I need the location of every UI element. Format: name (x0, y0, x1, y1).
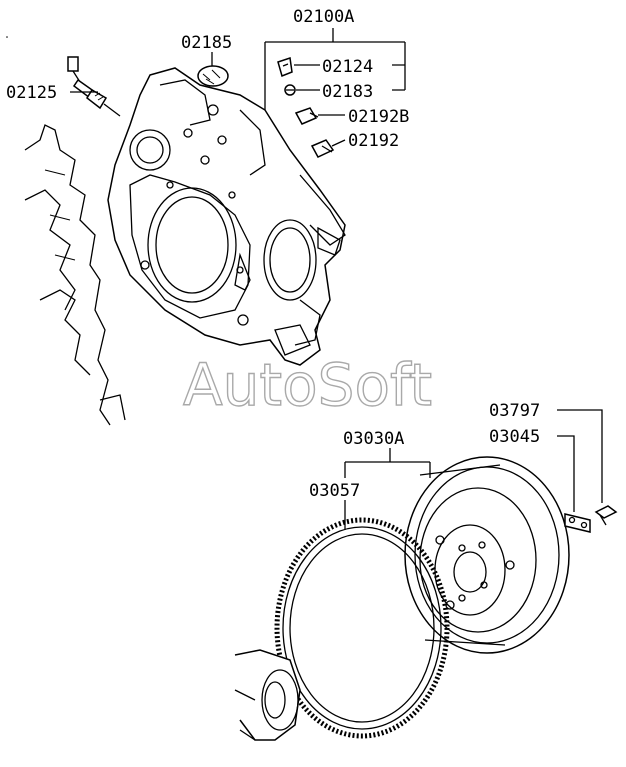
engine-block-outline (24, 124, 126, 426)
crankshaft-end (234, 649, 301, 741)
watermark-logo: AutoSoft (183, 351, 432, 419)
flywheel-housing (107, 67, 346, 366)
ring-gear-03057 (274, 517, 450, 739)
lock-plate-03797 (564, 513, 591, 533)
label-03030A: 03030A (343, 429, 404, 449)
flywheel-assembly (404, 456, 570, 654)
bolt-02192 (310, 139, 335, 158)
bolt-03045 (594, 505, 618, 526)
label-02100A: 02100A (293, 7, 354, 27)
rubber-plug-02185 (197, 65, 229, 87)
label-03057: 03057 (309, 481, 360, 501)
label-02192B: 02192B (348, 107, 409, 127)
leader-lines (70, 28, 603, 530)
label-02183: 02183 (322, 82, 373, 102)
bolt-02192B (294, 107, 319, 125)
label-02125: 02125 (6, 83, 57, 103)
stray-dot (6, 36, 8, 38)
bolt-02183 (284, 84, 296, 96)
sensor-02125 (67, 56, 121, 117)
label-03045: 03045 (489, 427, 540, 447)
clip-02124 (277, 57, 293, 78)
label-02185: 02185 (181, 33, 232, 53)
label-02124: 02124 (322, 57, 373, 77)
label-03797: 03797 (489, 401, 540, 421)
label-02192: 02192 (348, 131, 399, 151)
